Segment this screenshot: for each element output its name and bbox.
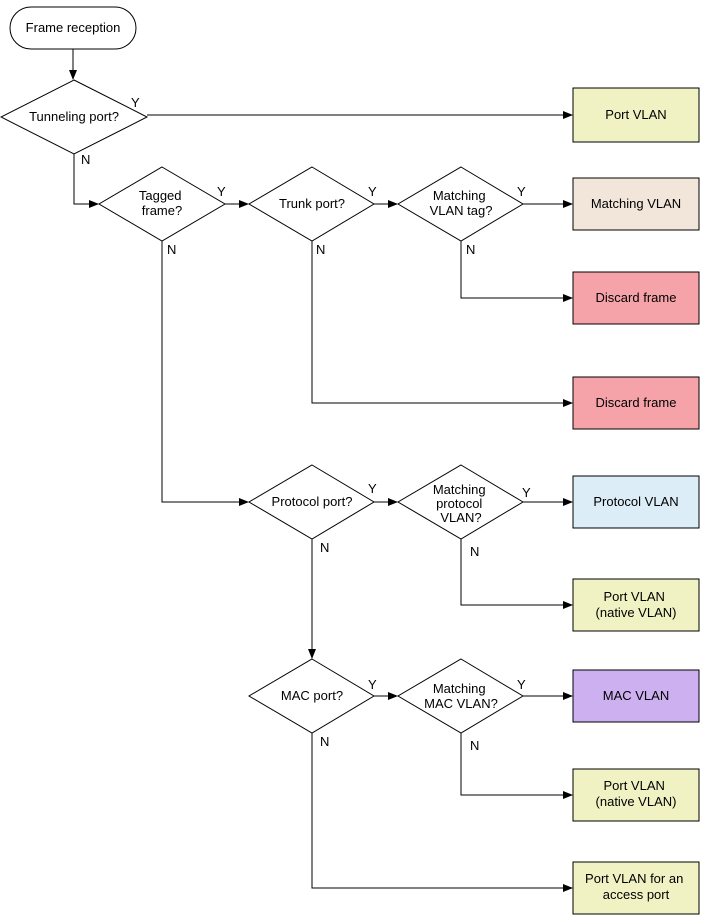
edge-tagged-no	[161, 241, 249, 506]
svg-text:Port VLAN for an access: Port VLAN for an access port	[585, 871, 687, 902]
outcome-port-vlan-native-2-line-2: (native VLAN)	[596, 794, 677, 809]
decision-matching-mac-vlan-line-2: MAC VLAN?	[424, 696, 498, 711]
outcome-port-vlan-native-2: Port VLAN (native VLAN)	[572, 768, 700, 822]
decision-matching-vlan-tag-line-2: VLAN tag?	[430, 203, 493, 218]
decision-tagged-frame-line-2: frame?	[142, 203, 182, 218]
decision-matching-vlan-tag-line-1: Matching	[433, 188, 486, 203]
decision-tagged-frame: Tagged frame?	[98, 166, 226, 242]
svg-text:Matching MAC VLAN?: Matching MAC VLAN?	[424, 681, 498, 711]
svg-text:Discard frame: Discard frame	[596, 290, 677, 305]
outcome-discard-frame-1-line-1: Discard frame	[596, 290, 677, 305]
label-matching-protocol-no: N	[470, 544, 479, 559]
edge-matching-mac-no	[460, 733, 573, 799]
outcome-discard-frame-1-box	[572, 271, 700, 325]
decision-matching-mac-vlan-line-1: Matching	[433, 681, 486, 696]
outcome-discard-frame-2: Discard frame	[572, 376, 700, 430]
outcome-matching-vlan: Matching VLAN	[572, 177, 700, 231]
decision-mac-port-line-1: MAC port?	[281, 688, 343, 703]
label-matching-protocol-yes: Y	[522, 485, 531, 500]
edge-matching-protocol-no	[460, 539, 573, 609]
outcome-mac-vlan: MAC VLAN	[572, 669, 700, 723]
edge-tunneling-no	[73, 154, 99, 208]
label-protocol-port-yes: Y	[368, 481, 377, 496]
decision-protocol-port: Protocol port?	[248, 464, 375, 540]
decision-matching-protocol-vlan-line-3: VLAN?	[440, 510, 481, 525]
outcome-port-vlan: Port VLAN	[572, 87, 700, 143]
edge-trunk-no	[311, 241, 573, 407]
outcome-protocol-vlan-line-1: Protocol VLAN	[593, 494, 678, 509]
label-trunk-yes: Y	[368, 184, 377, 199]
svg-text:Protocol port?: Protocol port?	[272, 494, 353, 509]
outcome-port-vlan-line-1: Port VLAN	[605, 107, 666, 122]
label-mac-port-no: N	[320, 734, 329, 749]
label-matching-vlan-tag-no: N	[466, 242, 475, 257]
label-matching-mac-yes: Y	[517, 677, 526, 692]
label-matching-vlan-tag-yes: Y	[517, 184, 526, 199]
svg-text:Matching protocol: Matching protocol VLAN?	[433, 482, 489, 525]
outcome-mac-vlan-line-1: MAC VLAN	[603, 688, 669, 703]
decision-trunk-port-line-1: Trunk port?	[279, 196, 345, 211]
outcome-port-vlan-native-1: Port VLAN (native VLAN)	[572, 578, 700, 632]
outcome-port-vlan-box	[572, 87, 700, 143]
label-tagged-no: N	[167, 242, 176, 257]
svg-text:Tagged frame?: Tagged frame?	[139, 188, 185, 218]
svg-text:Discard frame: Discard frame	[596, 395, 677, 410]
label-tagged-yes: Y	[217, 184, 226, 199]
outcome-matching-vlan-line-1: Matching VLAN	[591, 196, 681, 211]
svg-text:Tunneling port?: Tunneling port?	[29, 109, 119, 124]
label-mac-port-yes: Y	[368, 677, 377, 692]
outcome-port-vlan-access-port-line-2: access port	[603, 887, 670, 902]
outcome-port-vlan-native-1-box	[572, 578, 700, 632]
svg-text:Port VLAN (native VLAN): Port VLAN (native VLAN)	[596, 589, 677, 620]
edge-matching-vlan-tag-no	[460, 241, 573, 302]
decision-trunk-port: Trunk port?	[248, 166, 375, 242]
label-tunneling-yes: Y	[131, 95, 140, 110]
svg-text:Port VLAN (native VLAN): Port VLAN (native VLAN)	[596, 778, 677, 809]
outcome-matching-vlan-box	[572, 177, 700, 231]
svg-text:Protocol VLAN: Protocol VLAN	[593, 494, 678, 509]
label-protocol-port-no: N	[320, 540, 329, 555]
outcome-discard-frame-2-box	[572, 376, 700, 430]
svg-text:MAC port?: MAC port?	[281, 688, 343, 703]
start-node-frame-reception: Frame reception	[9, 6, 137, 50]
outcome-port-vlan-native-1-line-2: (native VLAN)	[596, 605, 677, 620]
decision-protocol-port-line-1: Protocol port?	[272, 494, 353, 509]
svg-text:Port VLAN: Port VLAN	[605, 107, 666, 122]
decision-matching-protocol-vlan-line-2: protocol	[436, 496, 482, 511]
outcome-mac-vlan-box	[572, 669, 700, 723]
decision-matching-protocol-vlan-line-1: Matching	[433, 482, 486, 497]
decision-tagged-frame-line-1: Tagged	[139, 188, 182, 203]
edge-labels: Y N Y N Y N Y N Y N Y N Y N Y N	[81, 95, 531, 753]
outcome-port-vlan-native-1-line-1: Port VLAN	[603, 589, 664, 604]
decision-mac-port: MAC port?	[248, 658, 375, 734]
decision-tunneling-port: Tunneling port?	[0, 79, 149, 155]
outcome-discard-frame-2-line-1: Discard frame	[596, 395, 677, 410]
outcome-port-vlan-native-2-line-1: Port VLAN	[603, 778, 664, 793]
outcome-protocol-vlan: Protocol VLAN	[572, 475, 700, 529]
outcome-discard-frame-1: Discard frame	[572, 271, 700, 325]
label-matching-mac-no: N	[470, 738, 479, 753]
svg-text:Matching VLAN tag?: Matching VLAN tag?	[430, 188, 493, 218]
svg-text:Trunk port?: Trunk port?	[279, 196, 345, 211]
svg-text:MAC VLAN: MAC VLAN	[603, 688, 669, 703]
decision-tunneling-port-line-1: Tunneling port?	[29, 109, 119, 124]
outcome-protocol-vlan-box	[572, 475, 700, 529]
svg-text:Matching VLAN: Matching VLAN	[591, 196, 681, 211]
outcome-port-vlan-access-port-box	[572, 861, 700, 915]
decision-matching-vlan-tag: Matching VLAN tag?	[397, 166, 524, 242]
outcome-port-vlan-native-2-box	[572, 768, 700, 822]
label-trunk-no: N	[316, 242, 325, 257]
edge-mac-port-no	[311, 733, 573, 892]
connectors	[69, 49, 573, 892]
decision-matching-protocol-vlan: Matching protocol VLAN?	[397, 464, 524, 540]
start-label: Frame reception	[26, 20, 121, 35]
label-tunneling-no: N	[81, 152, 90, 167]
outcome-port-vlan-access-port-line-1: Port VLAN for an	[585, 871, 683, 886]
decision-matching-mac-vlan: Matching MAC VLAN?	[397, 658, 524, 734]
outcome-port-vlan-access-port: Port VLAN for an access port	[572, 861, 700, 915]
